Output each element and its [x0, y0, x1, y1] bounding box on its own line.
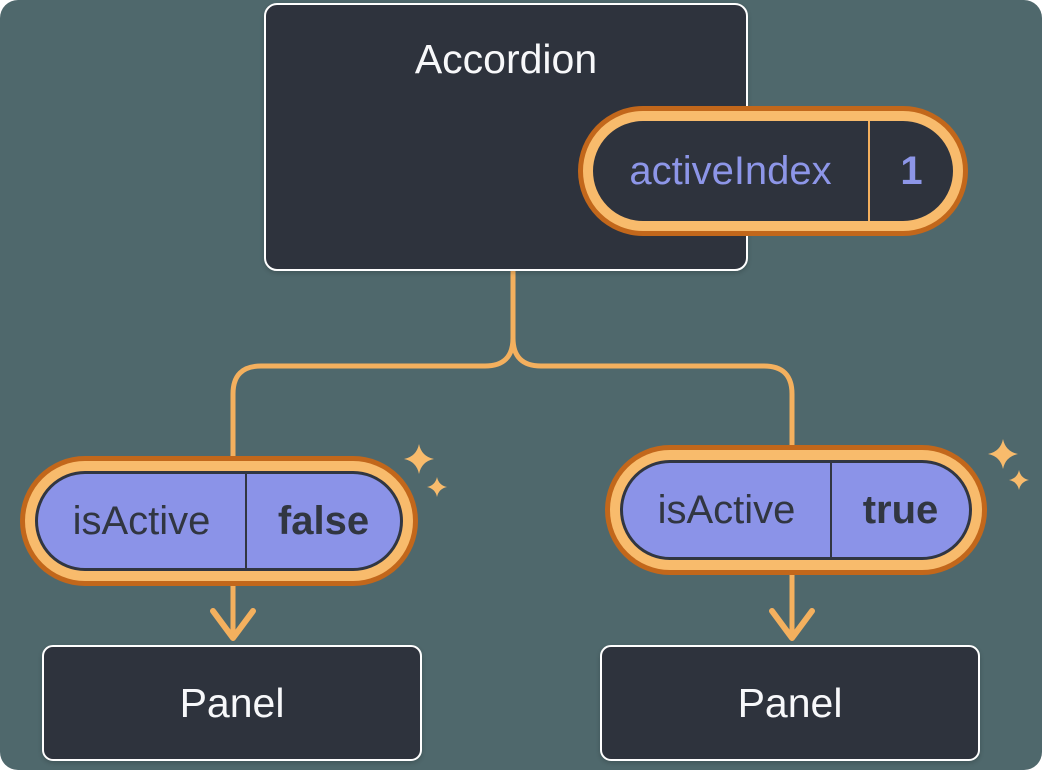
panel-box-left: Panel — [42, 645, 422, 761]
connector-left-branch — [230, 271, 516, 470]
accordion-component-box: Accordion activeIndex 1 — [264, 3, 963, 271]
state-name-label: isActive — [72, 498, 211, 543]
panel-label: Panel — [179, 679, 285, 726]
state-value-label: false — [277, 498, 370, 543]
sparkle-icon — [404, 444, 447, 497]
pill-divider — [245, 474, 247, 568]
pill-divider — [868, 121, 870, 221]
sparkle-icon — [988, 439, 1029, 490]
state-pill-is-active-right: isActive true — [620, 460, 972, 560]
arrow-down-left-icon — [210, 584, 256, 641]
panel-label: Panel — [737, 679, 843, 726]
state-name-label: activeIndex — [629, 148, 832, 193]
accordion-title: Accordion — [414, 36, 598, 82]
pill-divider — [830, 463, 832, 557]
state-pill-active-index: activeIndex 1 — [583, 111, 963, 231]
panel-box-right: Panel — [600, 645, 980, 761]
state-name-label: isActive — [657, 487, 796, 532]
state-value-label: 1 — [900, 148, 923, 193]
connector-right-branch — [510, 271, 795, 460]
state-value-label: true — [862, 487, 939, 532]
state-pill-is-active-left: isActive false — [35, 471, 403, 571]
arrow-down-right-icon — [769, 573, 815, 641]
